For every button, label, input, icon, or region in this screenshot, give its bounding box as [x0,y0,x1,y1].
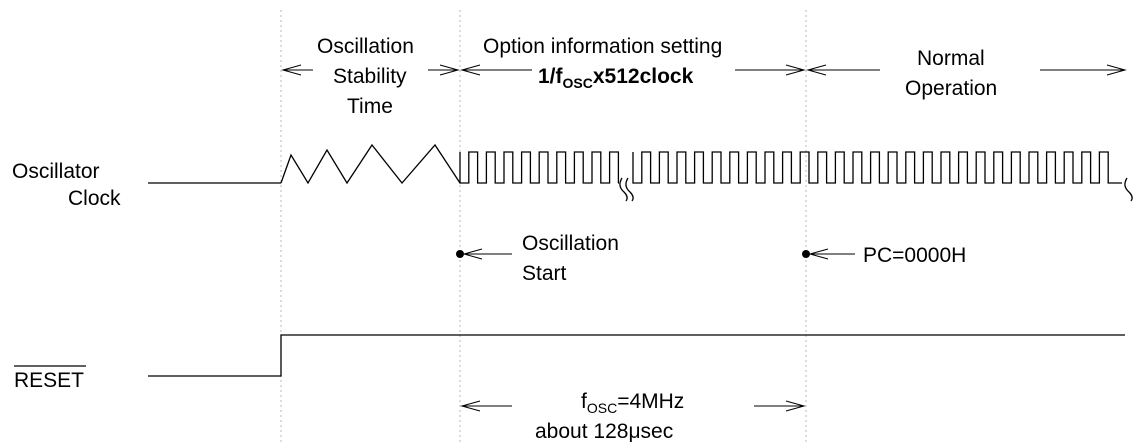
oscillation-start-marker: Oscillation Start [456,232,619,285]
fosc-label: fOSC=4MHz [581,390,684,416]
pc-marker: PC=0000H [802,244,966,267]
phase-normal-line2: Operation [905,77,997,100]
phase-option-formula: 1/fOSCx512clock [538,65,694,91]
phase-stability-line1: Oscillation [317,35,414,58]
phase-option-title: Option information setting [483,35,722,58]
reset-label-text: RESET [14,369,84,392]
pc-label: PC=0000H [863,244,966,267]
oscillator-clock-label: Oscillator Clock [12,160,121,210]
clock-break-mark-2 [1124,177,1133,202]
phase-span-arrows [281,64,1127,76]
clock-break-mark-1 [619,177,634,202]
oscillation-start-line2: Start [522,262,567,285]
duration-label: about 128μsec [535,420,673,442]
timing-span-arrows [460,400,806,412]
phase-stability-line3: Time [347,95,393,118]
reset-wave [148,334,1125,377]
oscillator-clock-line1: Oscillator [12,160,100,183]
oscillator-stability-wave [280,143,461,185]
phase-stability-label: Oscillation Stability Time [317,35,414,118]
oscillator-clock-wave-1 [459,151,620,184]
oscillator-clock-wave-2 [632,151,1122,184]
phase-normal-line1: Normal [917,47,985,70]
phase-option-label: Option information setting 1/fOSCx512clo… [483,35,722,91]
oscillation-start-line1: Oscillation [522,232,619,255]
oscillator-clock-line2: Clock [68,187,121,210]
reset-label: RESET [14,365,86,392]
phase-stability-line2: Stability [333,65,407,88]
phase-normal-label: Normal Operation [905,47,997,100]
